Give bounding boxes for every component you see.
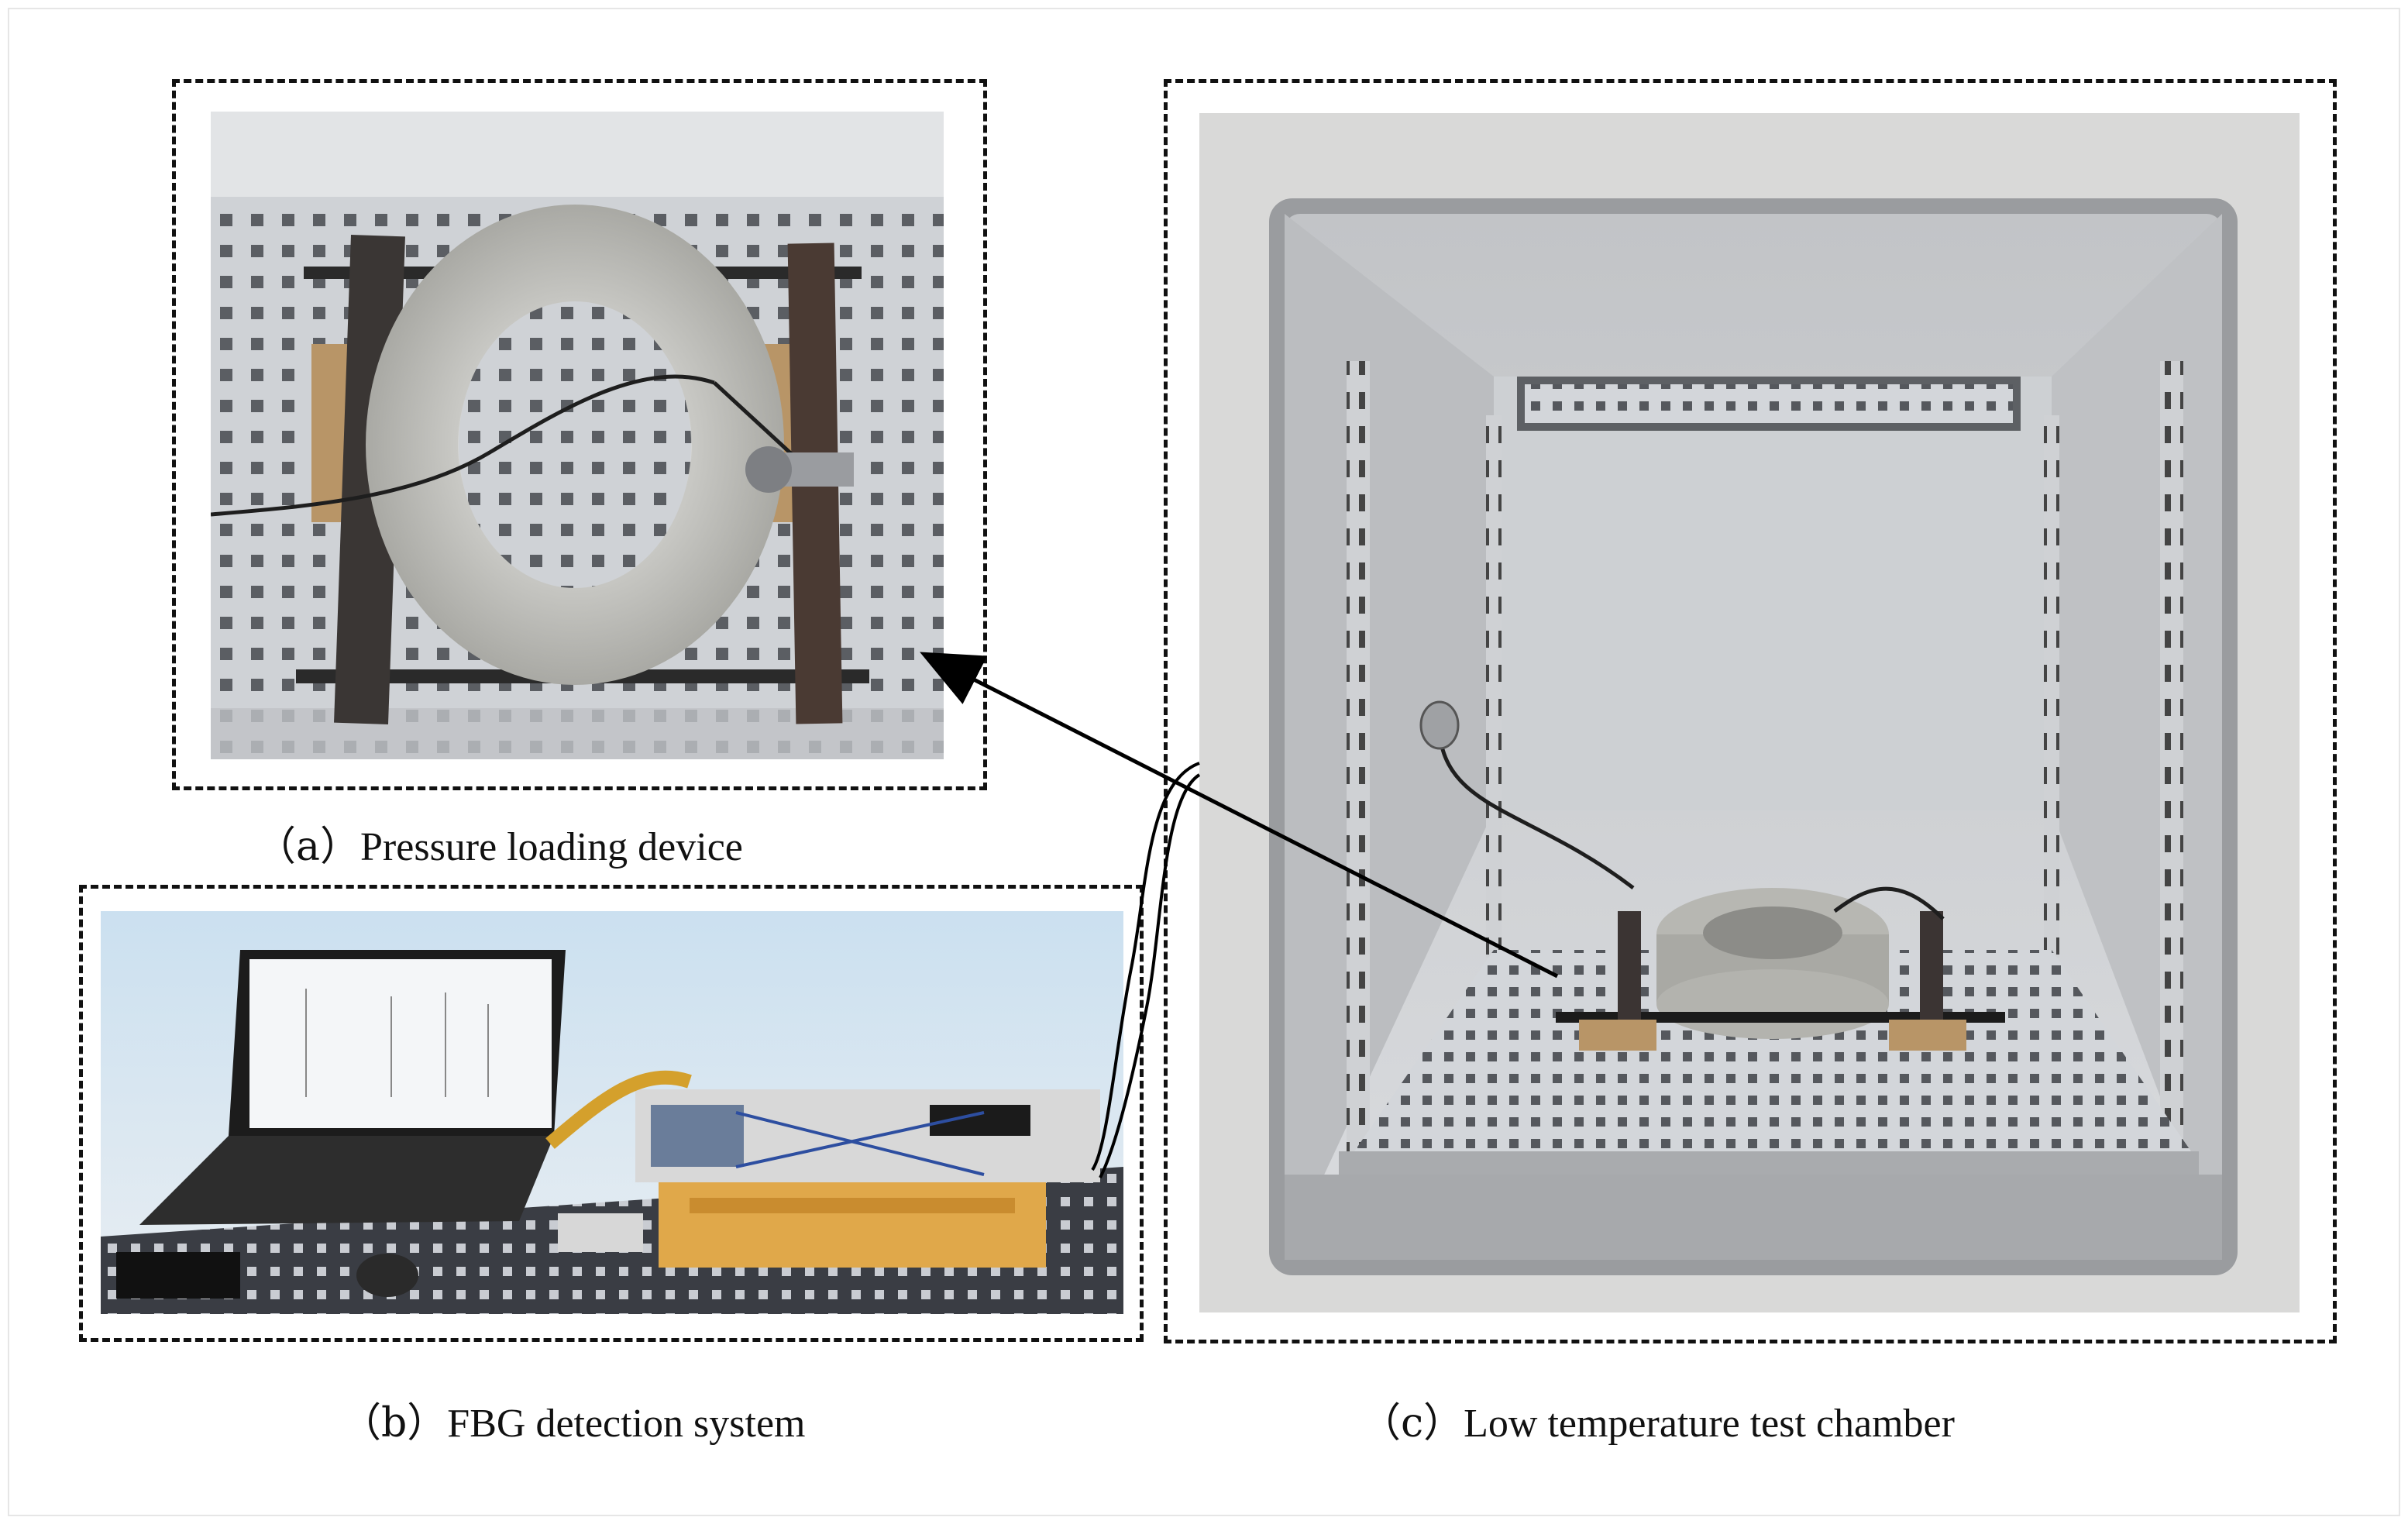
panel-b-tag: （b） [341, 1400, 448, 1447]
panel-a-tag: （a） [256, 824, 361, 870]
panel-c-caption-text: Low temperature test chamber [1464, 1402, 1955, 1446]
panel-a-photo [211, 112, 944, 759]
panel-a-caption: （a）Pressure loading device [256, 814, 743, 872]
panel-c-caption: （c）Low temperature test chamber [1361, 1390, 1955, 1448]
panel-c-photo [1199, 113, 2300, 1312]
panel-b-photo [101, 911, 1123, 1314]
pressure-loading-device-image [211, 112, 944, 759]
low-temperature-test-chamber-image [1199, 113, 2300, 1312]
panel-b-caption-text: FBG detection system [447, 1402, 806, 1446]
panel-a-caption-text: Pressure loading device [360, 825, 743, 869]
panel-c-tag: （c） [1361, 1400, 1464, 1447]
fbg-detection-system-image [101, 911, 1123, 1314]
figure-border [8, 8, 2400, 1516]
panel-a-frame [172, 79, 987, 790]
panel-b-caption: （b）FBG detection system [341, 1390, 805, 1448]
